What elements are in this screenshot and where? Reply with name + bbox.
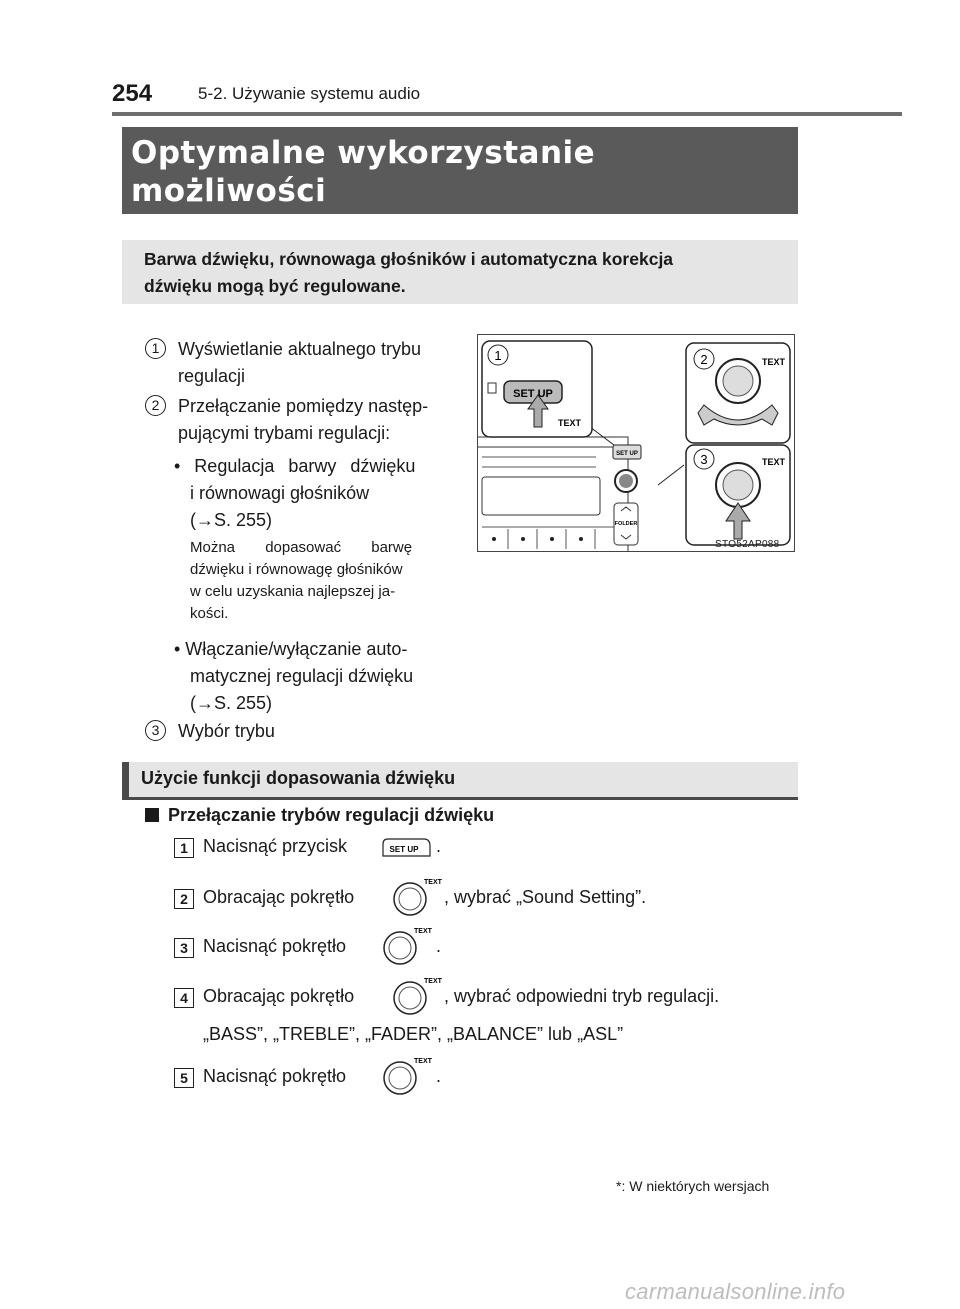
bullet-1-link[interactable]: (→S. 255) [190, 510, 273, 530]
bullet-1-line1: • Regulacja barwy dźwięku [174, 456, 416, 476]
intro-line1: Barwa dźwięku, równowaga głośników i aut… [144, 249, 674, 269]
svg-text:SET UP: SET UP [513, 388, 553, 400]
step-1-text-before: Nacisnąć przycisk [203, 836, 348, 856]
footnote-text: : W niektórych wersjach [621, 1178, 770, 1194]
svg-text:2: 2 [700, 352, 707, 367]
setup-button-icon: SET UP [382, 838, 431, 857]
item-number-2: 2 [145, 395, 166, 416]
item-2-line1: Przełączanie pomiędzy następ- [178, 396, 429, 416]
note-line4: kości. [190, 605, 229, 622]
intro-box: Barwa dźwięku, równowaga głośników i aut… [122, 240, 798, 304]
text-knob-icon: TEXT [383, 928, 433, 965]
text-knob-icon: TEXT [383, 1058, 433, 1095]
knob-label: TEXT [424, 879, 443, 886]
step-5-text-after: . [436, 1066, 442, 1086]
step-5-text-before: Nacisnąć pokrętło [203, 1066, 347, 1086]
setup-button-label: SET UP [390, 845, 420, 854]
page-title-block: Optymalne wykorzystanie możliwości syste… [122, 127, 798, 255]
bullet-2-link[interactable]: (→S. 255) [190, 693, 273, 713]
item-3-line1: Wybór trybu [178, 721, 275, 741]
audio-panel-illustration: SET UP FOLDER 1 SET UP TEXT 2 TEXT 3 TEX… [478, 340, 791, 551]
step-number-5: 5 [174, 1068, 194, 1088]
audio-panel-figure: SET UP FOLDER 1 SET UP TEXT 2 TEXT 3 TEX… [477, 334, 795, 552]
step-2-text-before: Obracając pokrętło [203, 887, 355, 907]
section2-heading: Użycie funkcji dopasowania dźwięku [122, 762, 798, 800]
subheading-text: Przełączanie trybów regulacji dźwięku [168, 805, 495, 825]
note-line3: w celu uzyskania najlepszej ja- [190, 583, 396, 600]
step-number-3: 3 [174, 938, 194, 958]
section-title: 5-2. Używanie systemu audio [198, 84, 421, 103]
knob-label: TEXT [414, 1058, 433, 1065]
intro-line2: dźwięku mogą być regulowane. [144, 276, 406, 296]
svg-text:3: 3 [700, 452, 707, 467]
footnote: *: W niektórych wersjach [616, 1178, 769, 1194]
step-number-4: 4 [174, 988, 194, 1008]
svg-text:TEXT: TEXT [762, 357, 786, 367]
step-2-text-after: , wybrać „Sound Setting”. [444, 887, 647, 907]
note-line2: dźwięku i równowagę głośników [190, 561, 403, 578]
bullet-1-line2: i równowagi głośników [190, 483, 370, 503]
item-1-line1: Wyświetlanie aktualnego trybu [178, 339, 421, 359]
item-2-line2: pującymi trybami regulacji: [178, 423, 391, 443]
bullet-2-line2: matycznej regulacji dźwięku [190, 666, 414, 686]
item-number-1: 1 [145, 338, 166, 359]
text-knob-icon: TEXT [393, 879, 443, 916]
asterisk-mark: * [396, 217, 408, 241]
svg-text:TEXT: TEXT [762, 457, 786, 467]
figure-code: STO52AP088 [715, 539, 780, 550]
square-bullet-icon [145, 808, 159, 822]
footnote-mark: * [616, 1178, 622, 1194]
step-3-text-before: Nacisnąć pokrętło [203, 936, 347, 956]
step-4-text-before: Obracając pokrętło [203, 986, 355, 1006]
note-line1: Można dopasować barwę [190, 539, 413, 556]
watermark: carmanualsonline.info [625, 1279, 846, 1304]
svg-text:1: 1 [494, 348, 501, 363]
text-knob-icon: TEXT [393, 978, 443, 1015]
step-number-2: 2 [174, 889, 194, 909]
svg-text:TEXT: TEXT [558, 418, 582, 428]
knob-label: TEXT [414, 928, 433, 935]
page-title-line1: Optymalne wykorzystanie możliwości [131, 135, 596, 209]
bullet-2-line1: • Włączanie/wyłączanie auto- [174, 639, 408, 659]
step-3-text-after: . [436, 936, 442, 956]
page-number: 254 [112, 80, 153, 107]
item-number-3: 3 [145, 720, 166, 741]
svg-text:SET UP: SET UP [616, 451, 638, 457]
step-4-text-after: , wybrać odpowiedni tryb regulacji. [444, 986, 720, 1006]
item-1-line2: regulacji [178, 366, 246, 386]
knob-label: TEXT [424, 978, 443, 985]
subheading: Przełączanie trybów regulacji dźwięku [145, 805, 494, 826]
step-1-text-after: . [436, 836, 442, 856]
header-rule [112, 112, 902, 116]
svg-text:FOLDER: FOLDER [615, 521, 638, 527]
modes-list: „BASS”, „TREBLE”, „FADER”, „BALANCE” lub… [203, 1024, 624, 1044]
step-number-1: 1 [174, 838, 194, 858]
